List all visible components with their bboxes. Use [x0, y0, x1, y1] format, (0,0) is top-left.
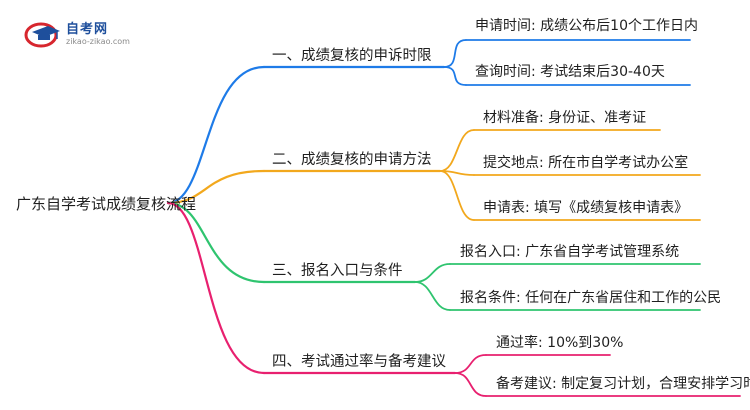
- site-logo[interactable]: 自考网 zikao-zikao.com: [24, 14, 144, 56]
- leaf-1-1[interactable]: 申请时间: 成绩公布后10个工作日内: [475, 18, 698, 34]
- branch-2-label[interactable]: 二、成绩复核的申请方法: [272, 152, 432, 168]
- leaf-2-3[interactable]: 申请表: 填写《成绩复核申请表》: [483, 200, 689, 216]
- branch-1-connector: [166, 65, 266, 205]
- branch-2-connector: [166, 169, 266, 205]
- branch-3-connector: [166, 201, 266, 284]
- leaf-2-1[interactable]: 材料准备: 身份证、准考证: [483, 110, 647, 126]
- branch-1-label[interactable]: 一、成绩复核的申诉时限: [272, 48, 432, 64]
- leaf-1-2-connector: [443, 66, 467, 86]
- leaf-3-2-connector: [414, 281, 451, 311]
- leaf-3-1-connector: [414, 263, 451, 283]
- graduation-cap-icon: [24, 22, 60, 48]
- leaf-1-1-connector: [443, 39, 467, 68]
- leaf-4-2[interactable]: 备考建议: 制定复习计划，合理安排学习时间: [496, 376, 750, 392]
- mindmap-root[interactable]: 广东自学考试成绩复核流程: [16, 195, 197, 213]
- leaf-1-2[interactable]: 查询时间: 考试结束后30-40天: [475, 64, 665, 80]
- branch-3-label[interactable]: 三、报名入口与条件: [272, 263, 403, 279]
- leaf-4-1[interactable]: 通过率: 10%到30%: [496, 335, 624, 351]
- leaf-2-1-connector: [439, 129, 475, 172]
- branch-4-label[interactable]: 四、考试通过率与备考建议: [272, 354, 446, 370]
- leaf-2-3-connector: [439, 170, 475, 221]
- leaf-4-1-connector: [454, 354, 487, 374]
- leaf-3-1[interactable]: 报名入口: 广东省自学考试管理系统: [460, 244, 680, 260]
- logo-subtitle: zikao-zikao.com: [66, 37, 130, 46]
- branch-4-connector: [166, 201, 266, 375]
- leaf-4-2-connector: [454, 372, 487, 397]
- leaf-3-2[interactable]: 报名条件: 任何在广东省居住和工作的公民: [460, 290, 722, 306]
- leaf-2-2[interactable]: 提交地点: 所在市自学考试办公室: [483, 155, 689, 171]
- logo-title: 自考网: [66, 22, 109, 37]
